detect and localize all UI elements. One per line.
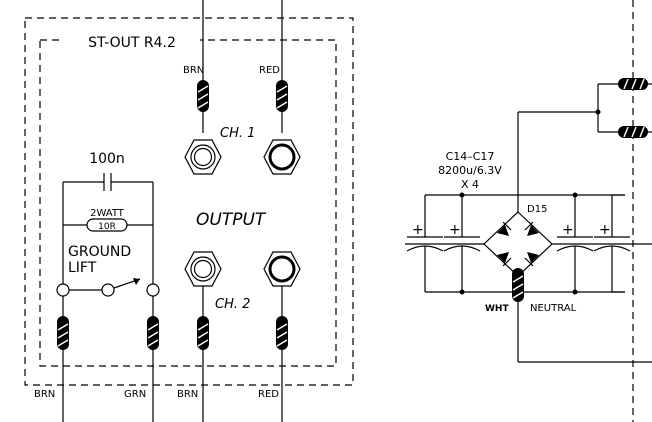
jack-ch2-right bbox=[263, 251, 301, 287]
plus-sign-c14: + bbox=[412, 222, 424, 238]
bottom-wire-grn bbox=[147, 296, 159, 422]
output-label: OUTPUT bbox=[196, 210, 267, 230]
wire-label-top-brn: BRN bbox=[183, 65, 204, 76]
plus-sign-c17: + bbox=[599, 222, 611, 238]
capacitor-100n bbox=[63, 173, 153, 191]
bottom-wire-brn-1 bbox=[57, 296, 69, 422]
ground-lift-switch bbox=[56, 278, 160, 297]
caps-qty: X 4 bbox=[461, 178, 479, 191]
plus-sign-c15: + bbox=[449, 222, 461, 238]
capacitor-c17 bbox=[593, 195, 631, 292]
caps-value: 8200u/6.3V bbox=[438, 164, 502, 177]
jack-ch2-left bbox=[184, 251, 222, 287]
wire-label-bottom-brn-2: BRN bbox=[177, 389, 198, 400]
outer-board-outline bbox=[24, 17, 354, 386]
inner-board-outline bbox=[39, 39, 337, 367]
psu-connector-bottom bbox=[618, 126, 648, 138]
capacitor-c16 bbox=[556, 195, 594, 292]
capacitor-value-label: 100n bbox=[89, 151, 125, 167]
neutral-label: NEUTRAL bbox=[530, 303, 577, 314]
plus-sign-c16: + bbox=[562, 222, 574, 238]
resistor-rating-label: 2WATT bbox=[90, 208, 125, 219]
caps-label: C14–C17 bbox=[446, 150, 495, 163]
board-title: ST-OUT R4.2 bbox=[88, 35, 176, 51]
ch1-label: CH. 1 bbox=[220, 126, 255, 141]
wire-label-bottom-grn: GRN bbox=[124, 389, 146, 400]
psu-connector-top bbox=[618, 78, 648, 90]
resistor-value-label: 10R bbox=[98, 222, 116, 232]
resistor-10r bbox=[63, 218, 153, 232]
psu-top-wires bbox=[517, 83, 652, 195]
capacitor-c15 bbox=[443, 195, 481, 292]
wire-label-bottom-red: RED bbox=[258, 389, 279, 400]
wire-label-top-red: RED bbox=[259, 65, 280, 76]
ground-lift-label-2: LIFT bbox=[68, 260, 97, 276]
wht-label: WHT bbox=[485, 304, 509, 314]
ch2-label: CH. 2 bbox=[215, 297, 250, 312]
top-wire-red bbox=[276, 0, 288, 133]
diode-label: D15 bbox=[527, 204, 547, 215]
jack-ch1-right bbox=[263, 139, 301, 175]
ground-lift-label-1: GROUND bbox=[68, 244, 131, 260]
capacitor-c14 bbox=[406, 195, 444, 292]
bottom-wire-brn-2 bbox=[197, 286, 209, 422]
bottom-wire-red bbox=[276, 286, 288, 422]
top-wire-brn bbox=[197, 0, 209, 133]
jack-ch1-left bbox=[184, 139, 222, 175]
wire-label-bottom-brn-1: BRN bbox=[34, 389, 55, 400]
psu-connector-wht bbox=[512, 268, 652, 363]
